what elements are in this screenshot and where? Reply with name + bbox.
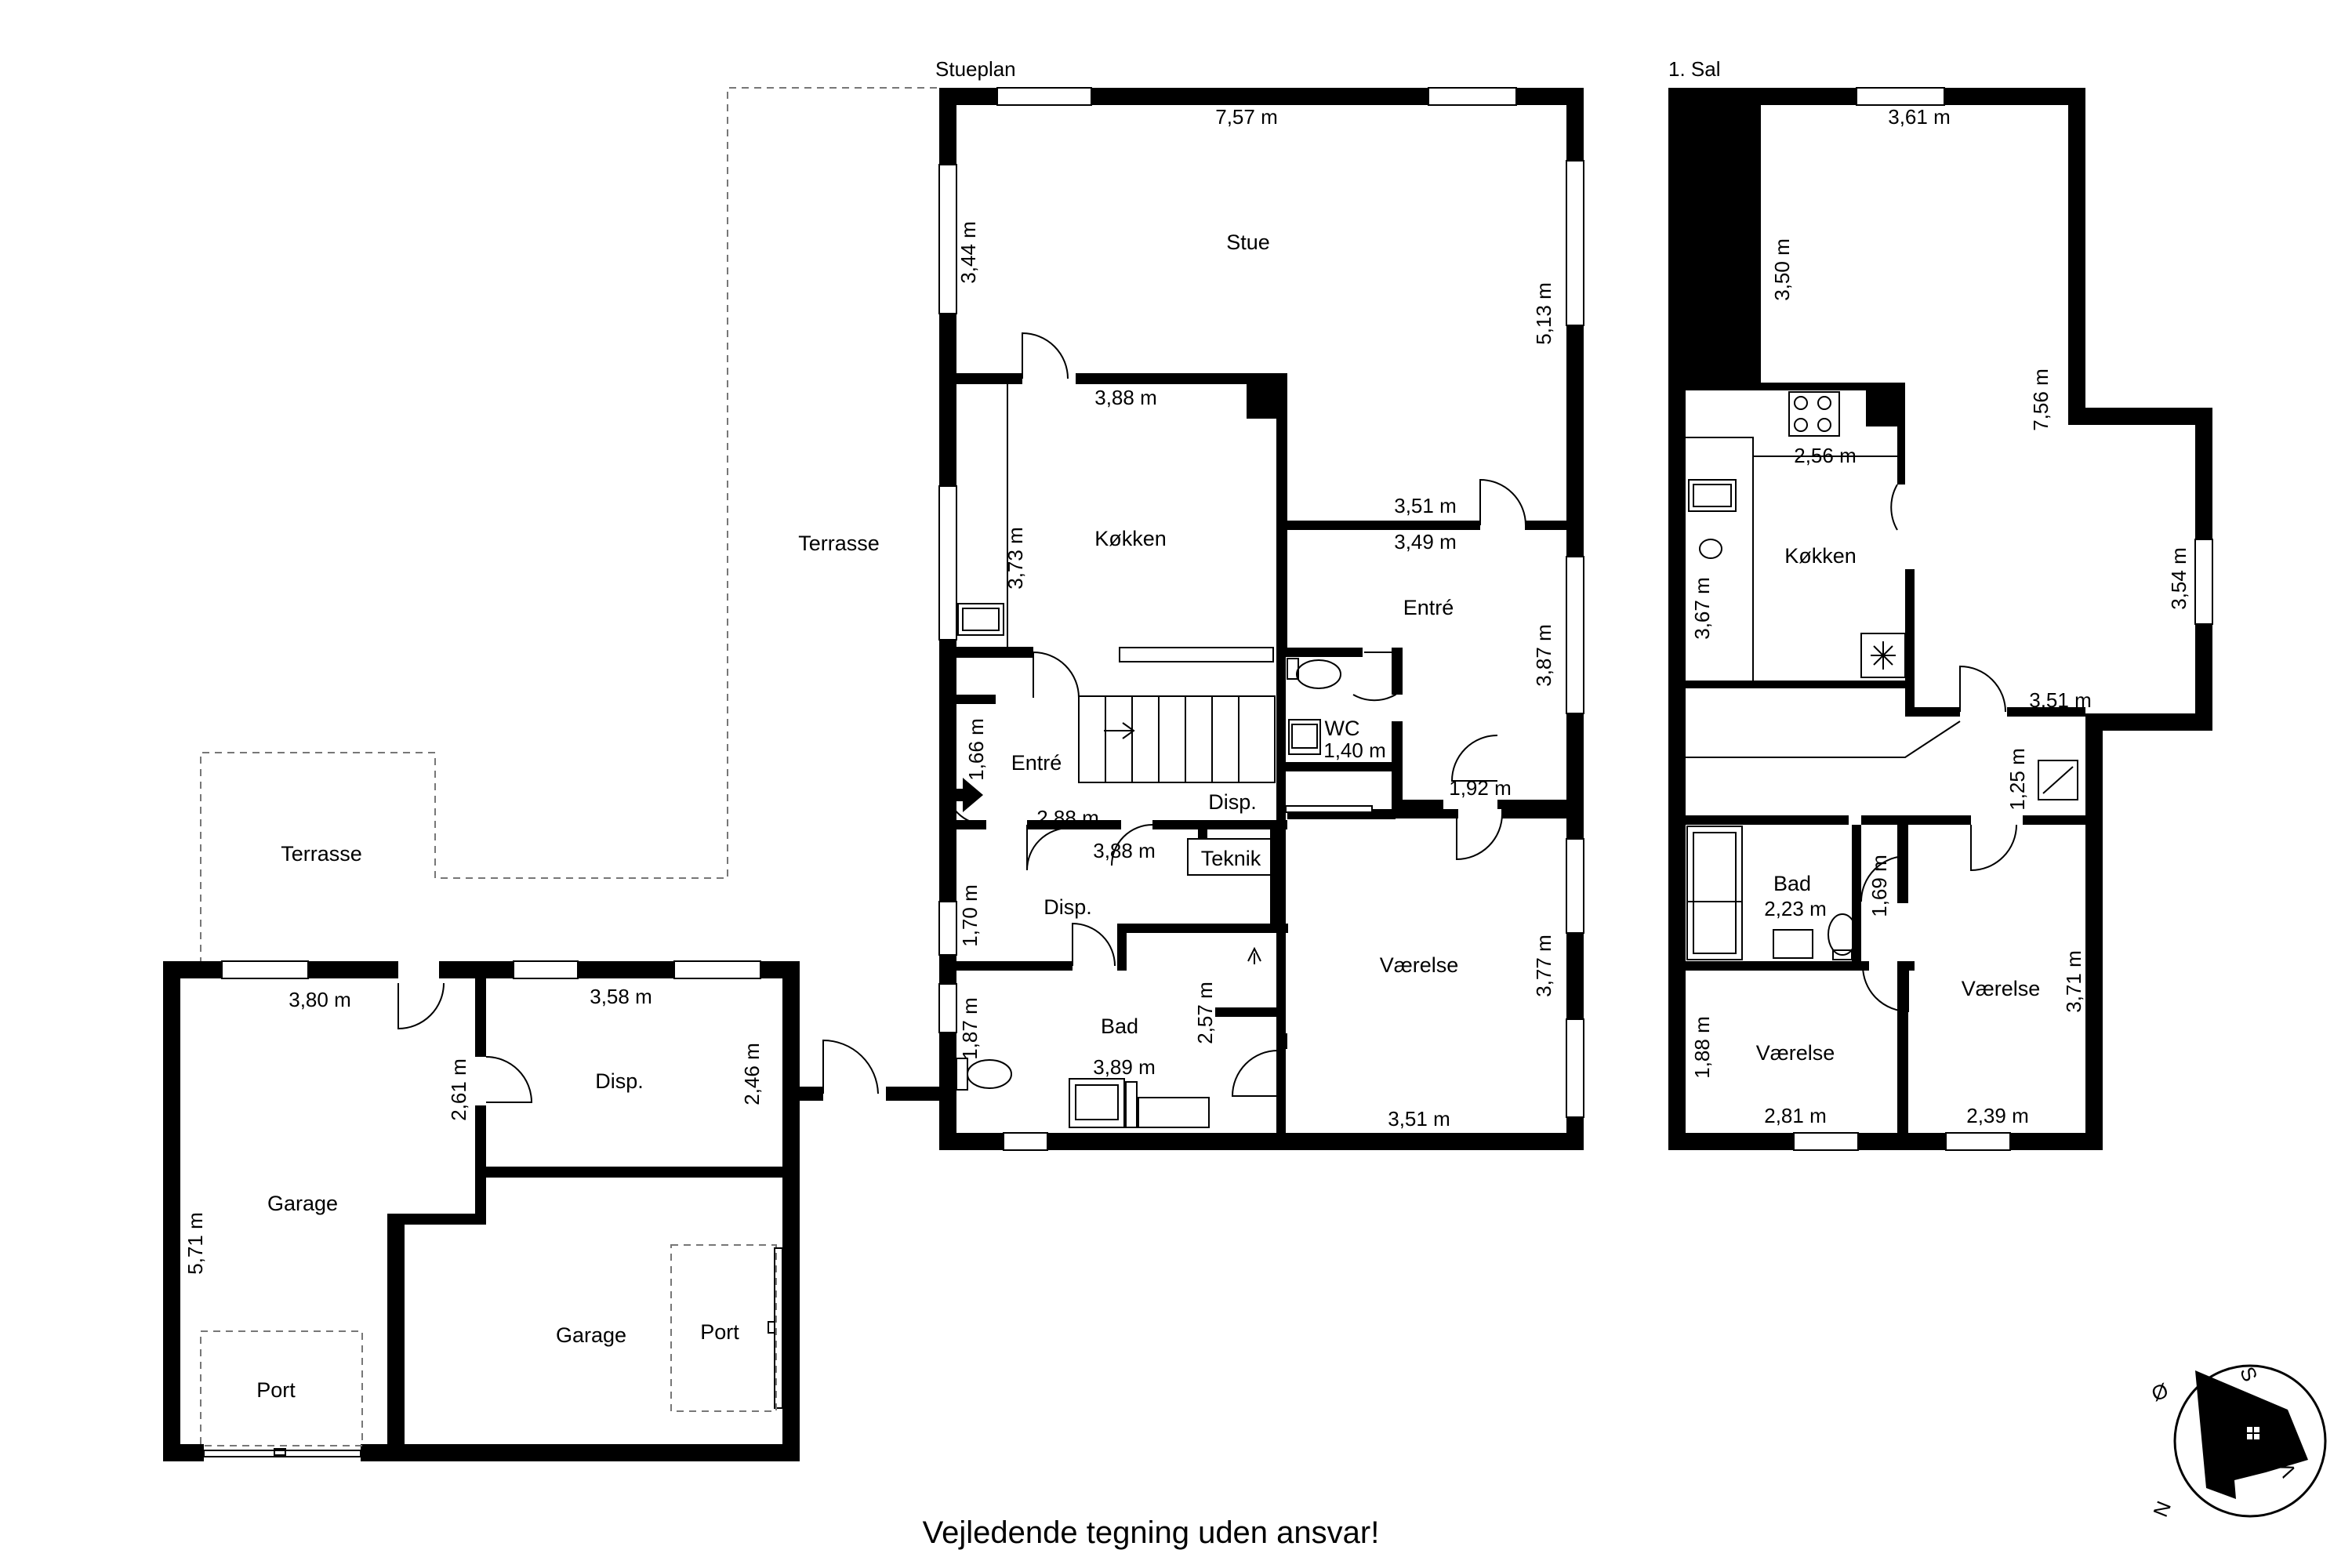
room-label-stue: Stue: [1226, 230, 1270, 254]
upper-floor-fixtures: [1686, 391, 2078, 960]
dim-entre-top-b: 3,49 m: [1394, 530, 1457, 554]
dim-garage-height: 5,71 m: [183, 1212, 207, 1275]
room-label-kokken: Køkken: [1094, 527, 1167, 550]
ground-floor-windows: [938, 87, 1584, 1151]
room-label-sal-kokken: Køkken: [1784, 544, 1857, 568]
dim-sal-top: 3,61 m: [1888, 105, 1951, 129]
upper-floor-walls: [1668, 88, 2212, 1150]
dim-sal-vaerelse-r-height: 3,71 m: [2062, 950, 2085, 1013]
room-label-sal-vaerelse-left: Værelse: [1756, 1041, 1835, 1065]
dim-sal-right: 7,56 m: [2029, 368, 2053, 431]
floor-title-ground: Stueplan: [935, 57, 1016, 81]
dim-bad-width: 3,89 m: [1093, 1055, 1156, 1079]
dim-entre-top-a: 3,51 m: [1394, 494, 1457, 517]
compass-rose: [2173, 1364, 2327, 1518]
dim-garage-top: 3,80 m: [289, 988, 351, 1011]
room-label-terrasse-2: Terrasse: [281, 842, 362, 866]
dim-sal-bad-width: 2,23 m: [1764, 897, 1827, 920]
dim-kokken-height: 3,73 m: [1004, 527, 1027, 590]
dim-bad-height-left: 1,87 m: [958, 997, 982, 1060]
dim-sal-hall-height: 1,25 m: [2005, 748, 2029, 811]
room-label-wc: WC: [1325, 717, 1360, 740]
ground-floor-doors: [822, 332, 1526, 1097]
room-label-sal-vaerelse-right: Værelse: [1962, 977, 2041, 1000]
compass-label-o: Ø: [2148, 1378, 2171, 1406]
upper-floor-doors: [1860, 484, 2017, 1013]
dim-disp-garage-width: 3,58 m: [590, 985, 652, 1008]
disclaimer-text: Vejledende tegning uden ansvar!: [923, 1515, 1380, 1550]
room-label-vaerelse: Værelse: [1380, 953, 1459, 977]
dim-garage-door-height: 2,61 m: [447, 1058, 470, 1121]
dim-vaerelse-height: 3,77 m: [1532, 935, 1555, 997]
room-label-bad: Bad: [1101, 1014, 1138, 1038]
terrace-outlines: [200, 87, 937, 963]
dim-sal-vaerelse-l-width: 2,81 m: [1764, 1104, 1827, 1127]
dim-sal-east: 3,54 m: [2167, 547, 2190, 610]
room-label-sal-bad: Bad: [1773, 872, 1811, 895]
dim-sal-hall-width: 3,51 m: [2029, 688, 2092, 712]
garage-doors-ports: [200, 982, 777, 1456]
dim-disp-height: 1,70 m: [958, 884, 982, 947]
ground-floor-walls: [792, 88, 1584, 1150]
room-label-disp-garage: Disp.: [595, 1069, 644, 1093]
dim-disp-garage-height: 2,46 m: [740, 1043, 764, 1105]
upper-floor-windows: [1793, 87, 2213, 1151]
room-label-garage-left: Garage: [267, 1192, 338, 1215]
dim-stue-right: 5,13 m: [1532, 282, 1555, 345]
room-label-entre-upper: Entré: [1403, 596, 1454, 619]
floor-title-upper: 1. Sal: [1668, 57, 1721, 81]
garage-windows: [203, 960, 783, 1457]
room-label-port-right: Port: [700, 1320, 739, 1344]
dim-wc-width: 1,40 m: [1323, 739, 1386, 762]
dim-sal-bad-height: 1,69 m: [1867, 855, 1891, 917]
dim-sal-vaerelse-r-width: 2,39 m: [1966, 1104, 2029, 1127]
dim-entre-height: 3,87 m: [1532, 624, 1555, 687]
dim-stue-left: 3,44 m: [956, 221, 980, 284]
ground-floor-fixtures: [956, 384, 1396, 1128]
room-label-disp-small: Disp.: [1208, 790, 1257, 814]
dim-kokken-width: 3,88 m: [1094, 386, 1157, 409]
room-label-disp-mid: Disp.: [1044, 895, 1092, 919]
dim-vaerelse-width: 3,51 m: [1388, 1107, 1450, 1131]
dim-entre-lower-width: 2,88 m: [1036, 806, 1099, 829]
dim-sal-vaerelse-l-height: 1,88 m: [1690, 1016, 1714, 1079]
dim-entre-lower-height: 1,66 m: [964, 718, 988, 781]
dim-sal-left: 3,50 m: [1770, 238, 1794, 301]
dim-bad-height-right: 2,57 m: [1193, 982, 1217, 1044]
compass-label-n: N: [2148, 1497, 2176, 1520]
dim-sal-kitchen-height: 3,67 m: [1690, 577, 1714, 640]
dim-disp-width: 3,88 m: [1093, 839, 1156, 862]
room-label-entre-lower: Entré: [1011, 751, 1062, 775]
room-label-terrasse-1: Terrasse: [798, 532, 880, 555]
room-label-teknik: Teknik: [1201, 847, 1261, 870]
room-label-garage-right: Garage: [556, 1323, 626, 1347]
dim-stue-width: 7,57 m: [1215, 105, 1278, 129]
dim-hall-width: 1,92 m: [1449, 776, 1512, 800]
dim-sal-kitchen-width: 2,56 m: [1794, 444, 1857, 467]
room-label-port-left: Port: [256, 1378, 296, 1402]
